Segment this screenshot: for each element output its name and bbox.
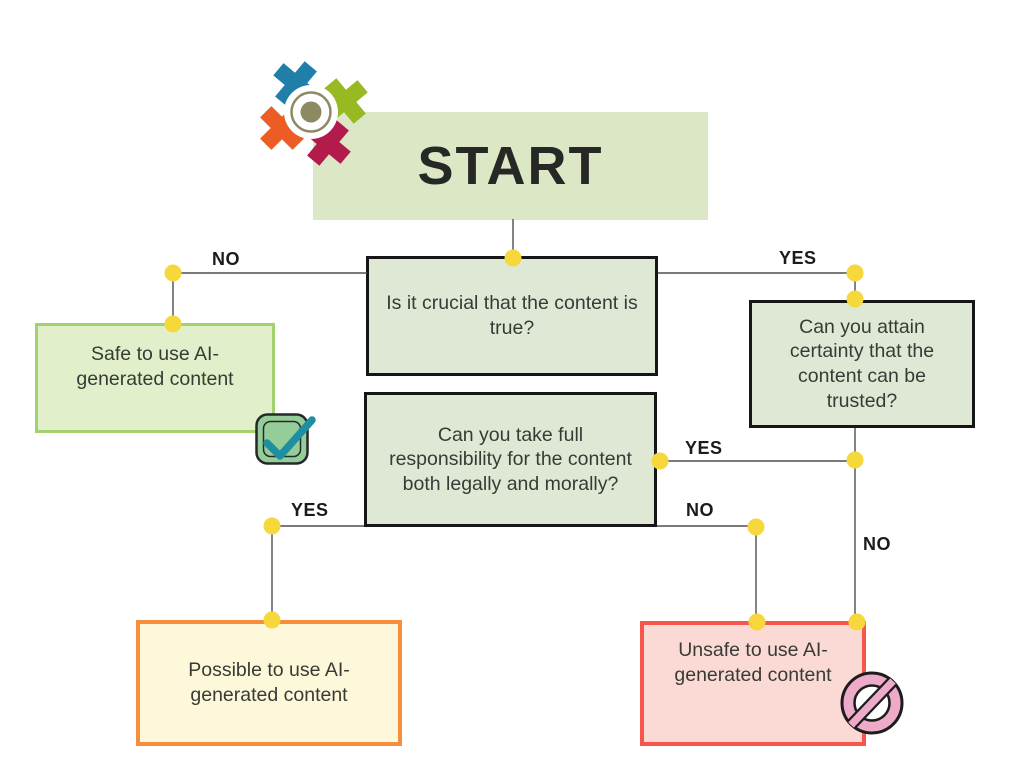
outcome-possible-label: Possible to use AI-generated content bbox=[188, 659, 350, 706]
edge-label-yes-crucial-to-certainty: YES bbox=[779, 248, 817, 268]
question-certainty-label: Can you attain certainty that the conten… bbox=[789, 315, 935, 412]
connector-dot-yes-bottom-corner bbox=[263, 517, 281, 535]
edge-label-yes-responsibility-to-possible: YES bbox=[291, 500, 329, 520]
edge-label-no-responsibility-to-unsafe: NO bbox=[686, 500, 714, 520]
edge-crucial-to-certainty bbox=[658, 272, 856, 297]
node-question-certainty: Can you attain certainty that the conten… bbox=[749, 300, 975, 428]
node-start: START bbox=[313, 112, 708, 220]
node-outcome-unsafe: Unsafe to use AI-generated content bbox=[640, 621, 866, 746]
node-outcome-possible: Possible to use AI-generated content bbox=[136, 620, 402, 746]
outcome-unsafe-label: Unsafe to use AI-generated content bbox=[674, 639, 832, 686]
edge-crucial-to-safe bbox=[172, 272, 367, 323]
connector-dot-yes-corner bbox=[846, 264, 864, 282]
question-responsibility-label: Can you take full responsibility for the… bbox=[389, 423, 632, 495]
start-label: START bbox=[417, 135, 604, 196]
question-crucial-label: Is it crucial that the content is true? bbox=[386, 292, 638, 339]
edge-label-no-crucial-to-safe: NO bbox=[212, 249, 240, 269]
connector-dot-certainty-branch bbox=[846, 451, 864, 469]
edge-label-no-certainty-to-unsafe: NO bbox=[863, 534, 891, 554]
node-question-responsibility: Can you take full responsibility for the… bbox=[364, 392, 657, 527]
outcome-safe-label: Safe to use AI-generated content bbox=[76, 343, 234, 390]
node-outcome-safe: Safe to use AI-generated content bbox=[35, 323, 275, 433]
edge-responsibility-to-unsafe bbox=[657, 525, 757, 621]
connector-dot-no-corner bbox=[164, 264, 182, 282]
edge-responsibility-to-possible bbox=[271, 525, 364, 619]
node-question-crucial: Is it crucial that the content is true? bbox=[366, 256, 658, 376]
edge-label-yes-certainty-to-responsibility: YES bbox=[685, 438, 723, 458]
connector-dot-no-bottom-corner bbox=[747, 518, 765, 536]
